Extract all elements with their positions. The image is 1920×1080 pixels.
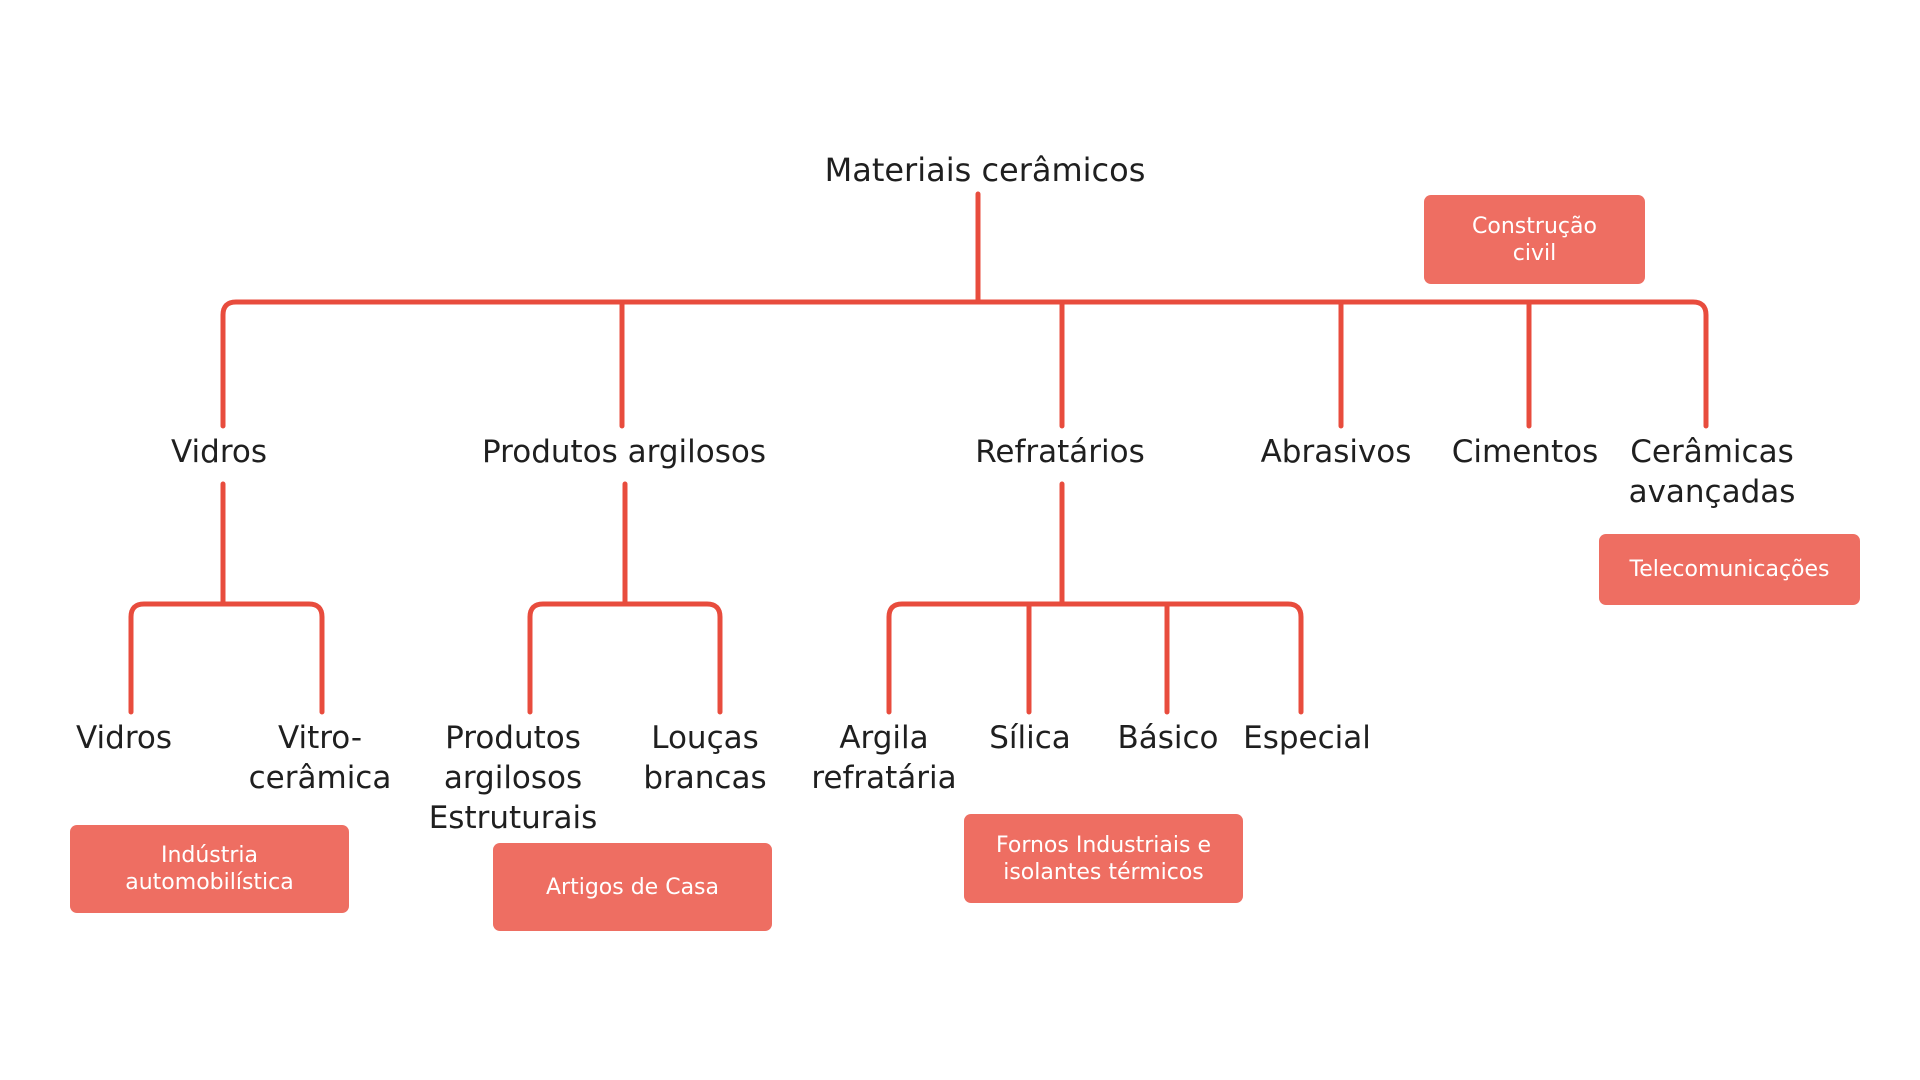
- subcategory-silica: Sílica: [989, 720, 1071, 756]
- connector-line-9: [527, 601, 723, 715]
- category-abrasivos: Abrasivos: [1260, 434, 1412, 470]
- subcategory-basico: Básico: [1117, 720, 1219, 756]
- subcategory-loucas-brancas: Louças brancas: [643, 720, 767, 796]
- category-ceramicas-avancadas: Cerâmicas avançadas: [1628, 434, 1796, 510]
- subcategory-produtos-argilosos-estruturais: Produtos argilosos Estruturais: [428, 720, 598, 836]
- category-cimentos: Cimentos: [1451, 434, 1599, 470]
- category-produtos-argilosos: Produtos argilosos: [482, 434, 766, 470]
- tag-fornos-industriais: Fornos Industriais e isolantes térmicos: [964, 814, 1243, 903]
- tag-artigos-de-casa: Artigos de Casa: [493, 843, 772, 931]
- connector-line-11: [886, 601, 1304, 715]
- subcategory-vitro-ceramica: Vitro- cerâmica: [248, 720, 392, 796]
- subcategory-argila-refrataria: Argila refratária: [811, 720, 957, 796]
- tag-telecomunicacoes: Telecomunicações: [1599, 534, 1860, 605]
- connector-line-1: [220, 299, 1709, 429]
- category-vidros: Vidros: [171, 434, 267, 470]
- root-node: Materiais cerâmicos: [824, 151, 1146, 189]
- tag-industria-automobilistica: Indústria automobilística: [70, 825, 349, 913]
- tag-construcao-civil: Construção civil: [1424, 195, 1645, 284]
- category-refratarios: Refratários: [975, 434, 1145, 470]
- connector-line-7: [128, 601, 325, 715]
- subcategory-vidros: Vidros: [76, 720, 172, 756]
- subcategory-especial: Especial: [1243, 720, 1371, 756]
